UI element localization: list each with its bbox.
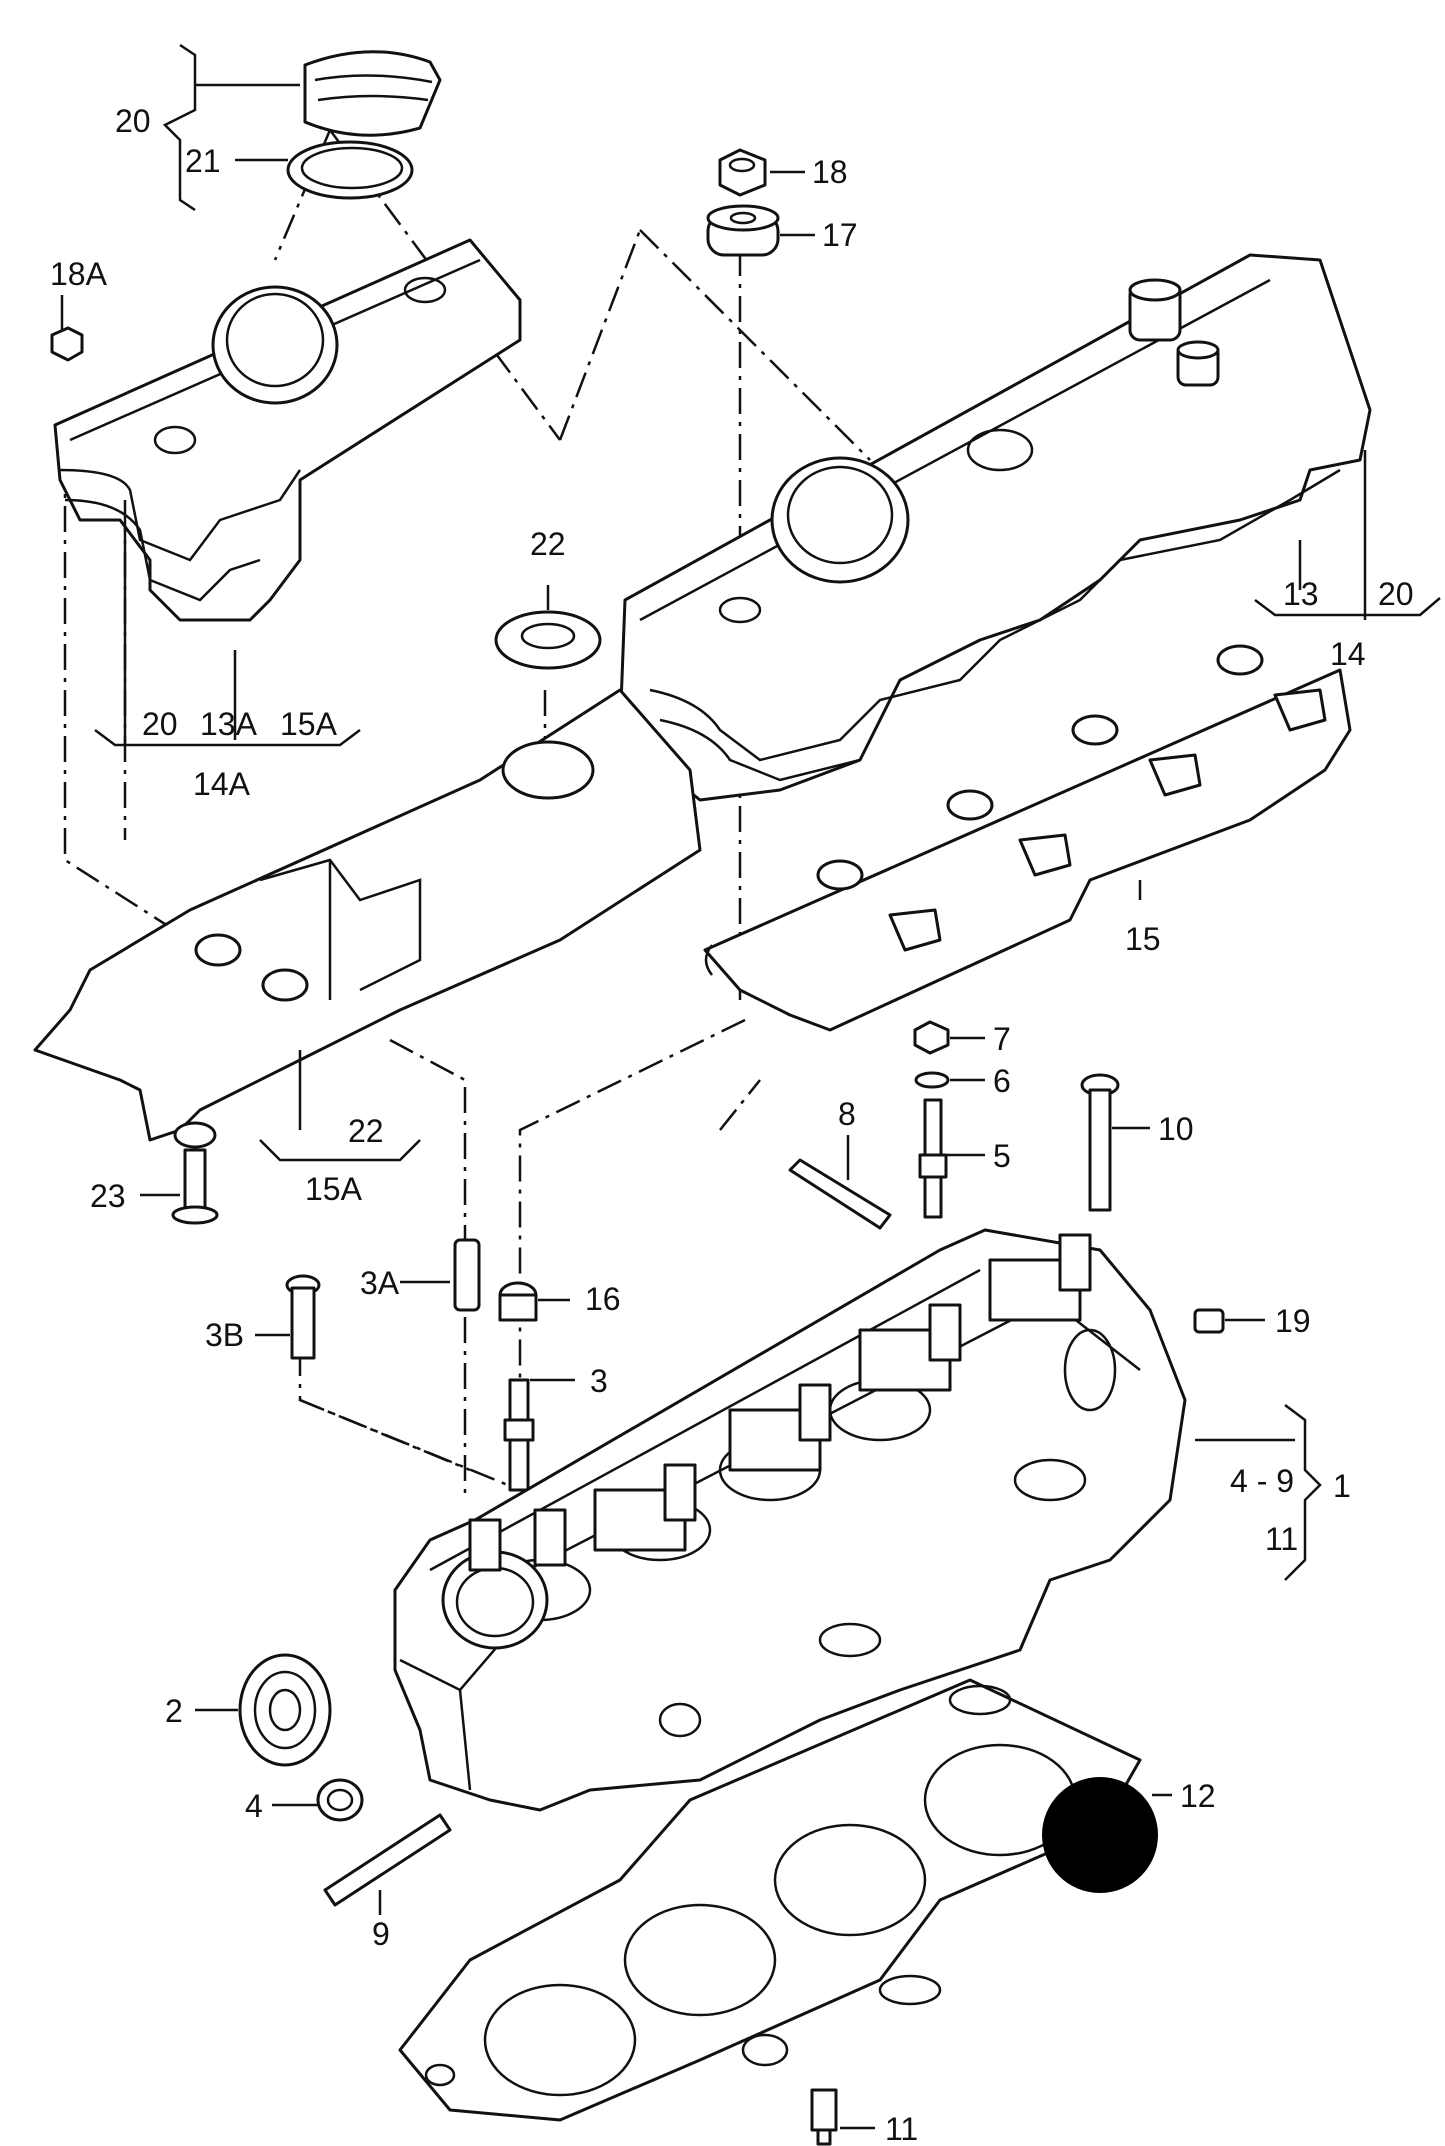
bushing-4	[316, 1778, 364, 1822]
left-cover-nut	[50, 326, 84, 362]
right-valve-cover	[618, 253, 1372, 802]
callout-15A-top: 15A	[280, 706, 338, 742]
marker-dot	[1042, 1777, 1158, 1893]
callout-22-low: 22	[348, 1113, 384, 1149]
pin-3A	[453, 1238, 481, 1312]
callout-13A: 13A	[200, 706, 258, 742]
callout-3B: 3B	[205, 1317, 244, 1353]
left-baffle-plate	[33, 688, 702, 1149]
cover-nut	[718, 148, 767, 197]
plug-19	[1193, 1308, 1225, 1334]
stud-9	[323, 1813, 452, 1907]
callout-15: 15	[1125, 921, 1161, 957]
seal-ring-22	[494, 610, 602, 670]
cylinder-head	[393, 1228, 1187, 1812]
callout-12: 12	[1180, 1778, 1216, 1814]
callout-23: 23	[90, 1178, 126, 1214]
stud-8	[788, 1158, 892, 1230]
bolt-10	[1080, 1073, 1120, 1212]
callout-14: 14	[1330, 636, 1366, 672]
callout-19: 19	[1275, 1303, 1311, 1339]
callout-20-left: 20	[142, 706, 178, 742]
callout-3: 3	[590, 1363, 608, 1399]
grommet	[706, 204, 780, 257]
dowel-11	[810, 2088, 838, 2146]
callout-3A: 3A	[360, 1265, 400, 1301]
callout-22-top: 22	[530, 526, 566, 562]
callout-8: 8	[838, 1096, 856, 1132]
callout-6: 6	[993, 1063, 1011, 1099]
stud-5	[918, 1098, 948, 1219]
callout-11-right: 11	[1265, 1521, 1298, 1557]
callout-4-9: 4 - 9	[1230, 1463, 1294, 1499]
callout-1: 1	[1333, 1468, 1351, 1504]
callout-13: 13	[1283, 576, 1319, 612]
callout-18A: 18A	[50, 256, 108, 292]
callout-9: 9	[372, 1916, 390, 1952]
callout-11-bottom: 11	[885, 2111, 918, 2146]
callout-20-cap: 20	[115, 103, 151, 139]
left-valve-cover	[53, 238, 522, 622]
callout-21: 21	[185, 143, 221, 179]
callout-4: 4	[245, 1788, 263, 1824]
cap-seal-ring	[286, 140, 414, 200]
bearing-2	[238, 1653, 332, 1767]
screw-23	[171, 1148, 219, 1225]
callout-17: 17	[822, 217, 858, 253]
callout-10: 10	[1158, 1111, 1194, 1147]
nut-7	[913, 1020, 950, 1055]
oil-filler-cap	[303, 50, 442, 137]
nut-16	[498, 1281, 538, 1322]
washer-6	[914, 1071, 950, 1089]
callout-labels: 20 21 18 17 18A 22 20 13A 15A 14A 13 20 …	[50, 103, 1414, 2146]
callout-7: 7	[993, 1021, 1011, 1057]
stud-3	[503, 1378, 535, 1492]
callout-16: 16	[585, 1281, 621, 1317]
callout-14A: 14A	[193, 766, 251, 802]
callout-18: 18	[812, 154, 848, 190]
callout-5: 5	[993, 1138, 1011, 1174]
callout-2: 2	[165, 1693, 183, 1729]
callout-15A-low: 15A	[305, 1171, 363, 1207]
leader-lines	[60, 43, 1441, 2130]
right-baffle-plate	[703, 644, 1352, 1032]
bolt-3B	[285, 1274, 321, 1360]
callout-20-right: 20	[1378, 576, 1414, 612]
